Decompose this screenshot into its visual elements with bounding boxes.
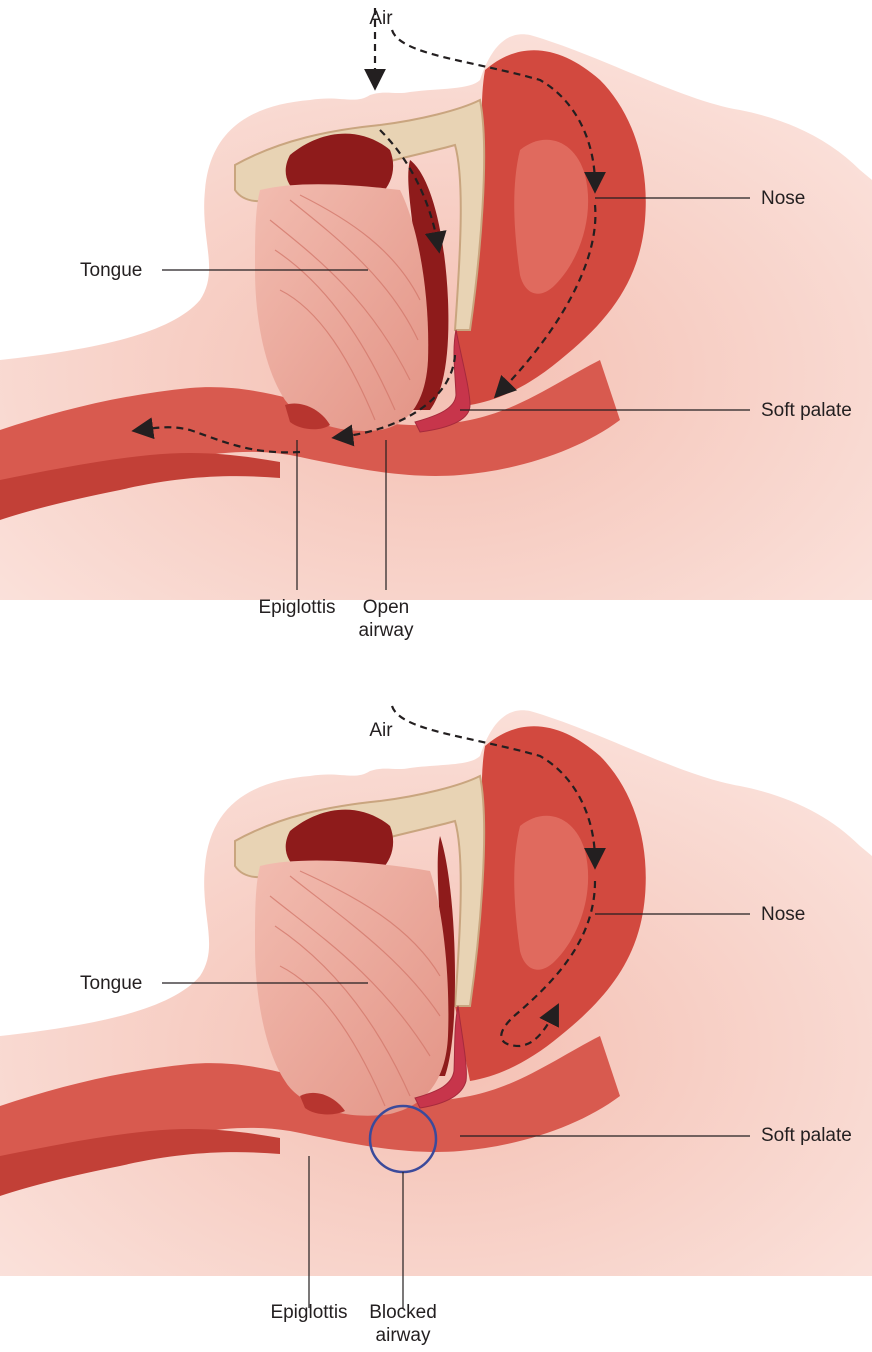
air-label: Air [369,720,392,742]
air-label: Air [369,8,392,30]
airway-label-line1: Blocked [369,1302,437,1324]
open-airway-panel: Air Nose Tongue Soft palate Epiglottis O… [0,0,872,676]
airway-label-line2: airway [376,1325,431,1347]
open-airway-illustration [0,0,872,676]
blocked-airway-illustration [0,676,872,1352]
nose-label: Nose [761,904,805,926]
tongue-label: Tongue [80,973,142,995]
airway-label-line1: Open [363,597,409,619]
nose-label: Nose [761,188,805,210]
soft-palate-label: Soft palate [761,400,852,422]
soft-palate-label: Soft palate [761,1125,852,1147]
blocked-airway-panel: Air Nose Tongue Soft palate Epiglottis B… [0,676,872,1352]
airway-label-line2: airway [359,620,414,642]
tongue-label: Tongue [80,260,142,282]
epiglottis-label: Epiglottis [270,1302,347,1324]
epiglottis-label: Epiglottis [258,597,335,619]
